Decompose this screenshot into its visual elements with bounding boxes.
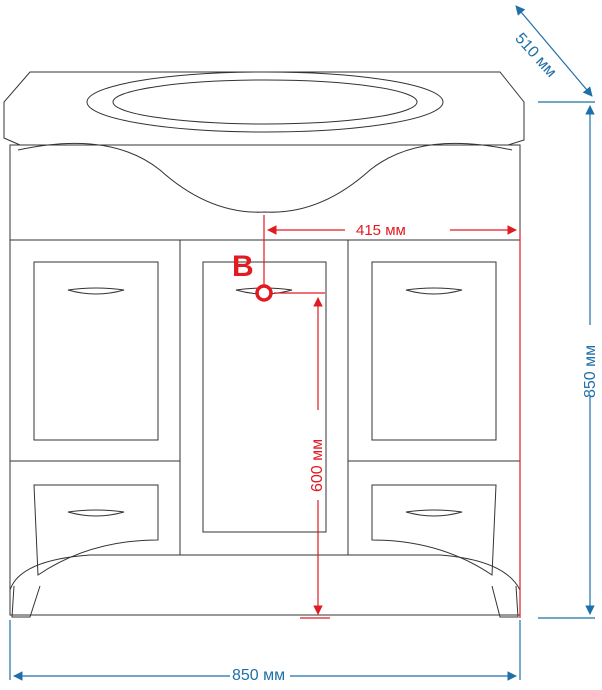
center-door <box>202 261 327 533</box>
right-drawer <box>371 484 497 576</box>
left-drawer-handle <box>67 509 125 517</box>
drain-height-label: 600 мм <box>309 438 326 492</box>
right-upper-door <box>371 261 497 441</box>
sink-front-curve <box>17 142 513 213</box>
sink-bowl-inner <box>112 79 418 125</box>
center-handle <box>235 287 293 295</box>
right-drawer-handle <box>405 509 463 517</box>
drain-point-icon <box>255 284 273 302</box>
left-upper-handle <box>67 287 125 295</box>
right-upper-handle <box>405 287 463 295</box>
depth-dimension-line <box>515 5 593 97</box>
left-drawer <box>33 484 159 576</box>
plinth-arch <box>9 554 521 591</box>
drain-marker-label: B <box>232 250 254 283</box>
sink-bowl-outer <box>86 71 444 133</box>
cabinet-body <box>9 144 521 616</box>
right-leg <box>491 585 519 618</box>
left-upper-door <box>33 261 159 441</box>
width-label: 850 мм <box>232 667 286 684</box>
countertop <box>3 71 525 146</box>
height-label: 850 мм <box>582 344 599 398</box>
left-leg <box>11 585 41 618</box>
drain-offset-label: 415 мм <box>356 222 406 239</box>
